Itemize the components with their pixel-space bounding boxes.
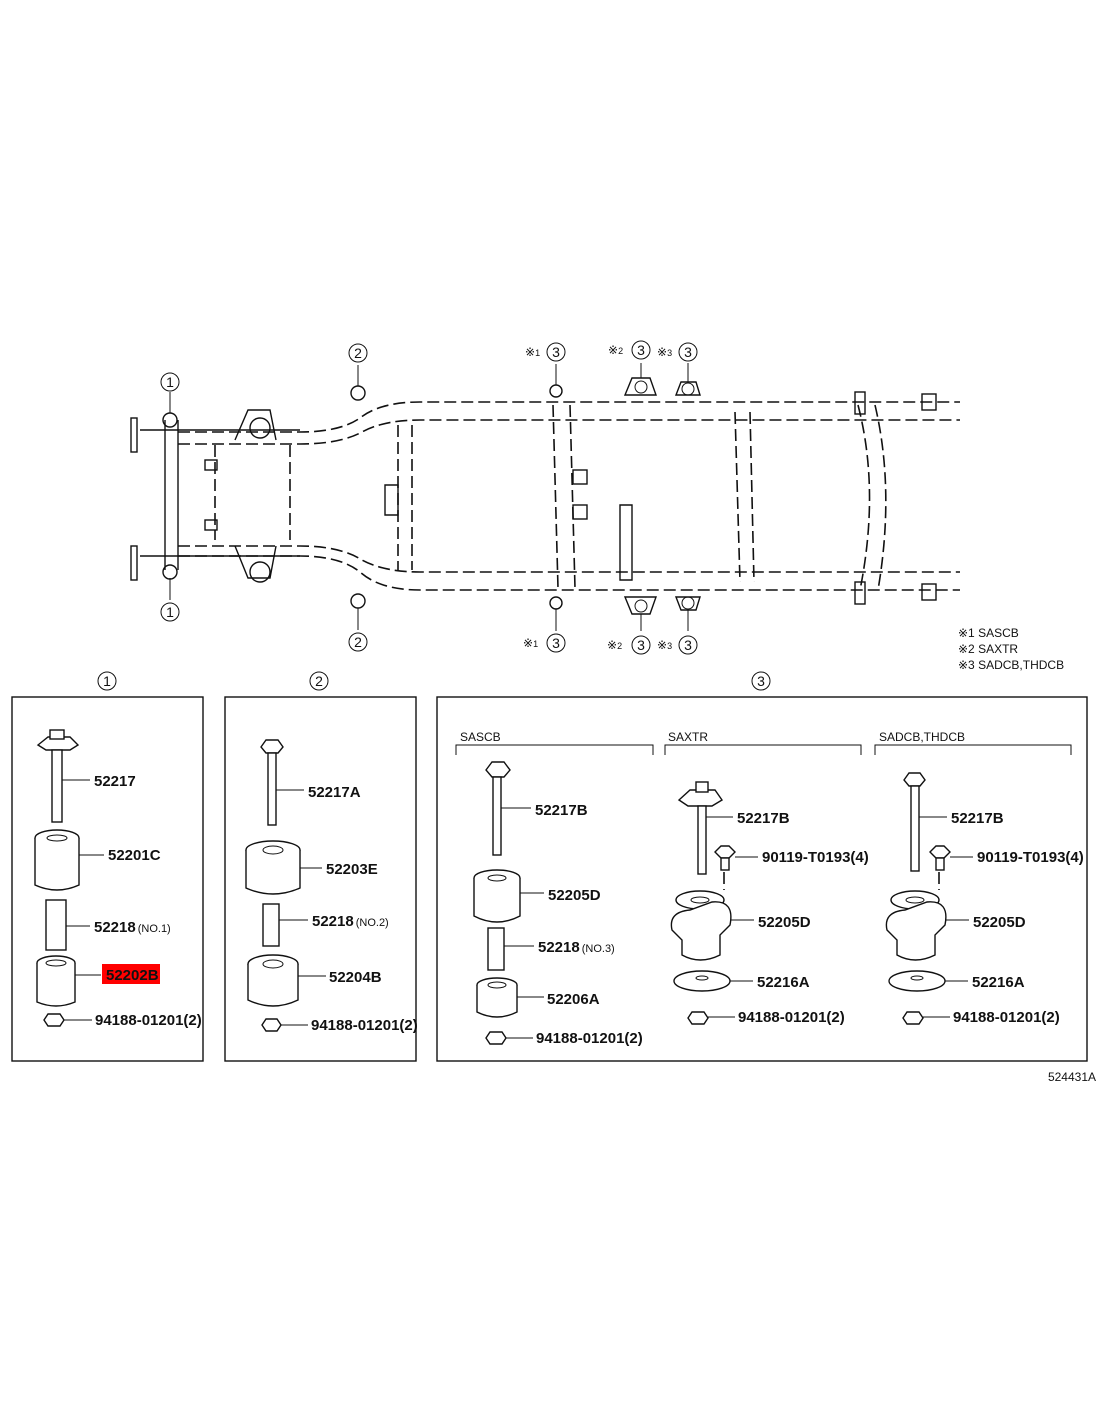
legend-notes: ※1 SASCB ※2 SAXTR ※3 SADCB,THDCB: [958, 626, 1064, 672]
sadcb-cushion: [885, 890, 969, 961]
cushion-52201C: [34, 829, 104, 891]
part-label-94188-sadcb[interactable]: 94188-01201(2): [953, 1009, 1060, 1026]
spacer-52218-no1: [45, 899, 90, 951]
sascb-spacer: [487, 927, 534, 971]
sascb-nut: [485, 1031, 533, 1045]
part-label-94188-saxtr[interactable]: 94188-01201(2): [738, 1009, 845, 1026]
frame-callouts: 1 1 2 2 3 ※1 3 ※2 3 ※3 3 ※1 3 ※2 3 ※3: [160, 340, 698, 655]
note-mark-2-top: ※2: [608, 343, 623, 357]
group-2-callout: 2: [315, 673, 323, 689]
part-label-52218-no1[interactable]: 52218(NO.1): [94, 919, 171, 936]
note-mark-1-bottom: ※1: [523, 636, 538, 650]
cushion-52203E: [245, 840, 322, 895]
highlight-box: [102, 964, 160, 984]
part-label-94188-g1[interactable]: 94188-01201(2): [95, 1012, 202, 1029]
group-3-callout: 3: [757, 673, 765, 689]
diagram-id: 524431A: [1048, 1070, 1096, 1084]
group-1-box: 1 52217 52201C 52218(NO.1): [11, 671, 204, 1062]
sadcb-washer: [888, 970, 968, 992]
part-label-90119-sadcb[interactable]: 90119-T0193(4): [977, 849, 1084, 866]
part-label-52218-no3[interactable]: 52218(NO.3): [538, 939, 615, 956]
part-label-52217B-sadcb[interactable]: 52217B: [951, 810, 1004, 827]
part-label-52216A-saxtr[interactable]: 52216A: [757, 974, 810, 991]
part-label-52217B-sascb[interactable]: 52217B: [535, 802, 588, 819]
group-1-callout: 1: [103, 673, 111, 689]
part-label-52205D-sascb[interactable]: 52205D: [548, 887, 601, 904]
note-mark-3-top: ※3: [657, 345, 672, 359]
saxtr-bolt: [677, 781, 733, 875]
part-label-52206A[interactable]: 52206A: [547, 991, 600, 1008]
part-label-52217B-saxtr[interactable]: 52217B: [737, 810, 790, 827]
part-label-52203E[interactable]: 52203E: [326, 861, 378, 878]
legend-note-3: ※3 SADCB,THDCB: [958, 658, 1064, 672]
part-label-52218-no2[interactable]: 52218(NO.2): [312, 913, 389, 930]
callout-3-top-c: 3: [684, 344, 692, 360]
note-mark-2-bottom: ※2: [607, 638, 622, 652]
part-label-52216A-sadcb[interactable]: 52216A: [972, 974, 1025, 991]
callout-1-bottom: 1: [166, 604, 174, 620]
saxtr-screw: [714, 845, 758, 890]
sascb-cushion-upper: [473, 869, 544, 923]
saxtr-nut: [687, 1011, 735, 1025]
callout-2-top: 2: [354, 345, 362, 361]
part-label-52204B[interactable]: 52204B: [329, 969, 382, 986]
callout-3-bottom-b: 3: [637, 637, 645, 653]
group-2-box: 2 52217A 52203E 52218(NO.2) 5220: [224, 671, 418, 1062]
callout-1-top: 1: [166, 374, 174, 390]
vehicle-frame: [130, 363, 960, 631]
sub-title-sascb: SASCB: [460, 730, 501, 744]
sascb-cushion-lower: [476, 977, 544, 1018]
bolt-52217: [36, 729, 90, 823]
callout-2-bottom: 2: [354, 634, 362, 650]
legend-note-2: ※2 SAXTR: [958, 642, 1018, 656]
sadcb-screw: [929, 845, 973, 890]
sascb-bolt: [485, 761, 531, 856]
part-label-94188-sascb[interactable]: 94188-01201(2): [536, 1030, 643, 1047]
bolt-52217A: [260, 739, 304, 826]
saxtr-cushion: [670, 890, 754, 961]
group-3-box: 3 SASCB SAXTR SADCB,THDCB 52217B 52205D …: [436, 671, 1088, 1062]
part-label-90119-saxtr[interactable]: 90119-T0193(4): [762, 849, 869, 866]
sub-title-sadcb-thdcb: SADCB,THDCB: [879, 730, 965, 744]
sadcb-nut: [902, 1011, 950, 1025]
nut-94188-g2: [261, 1018, 308, 1032]
note-mark-1-top: ※1: [525, 345, 540, 359]
cushion-52204B: [247, 954, 326, 1007]
callout-3-bottom-a: 3: [552, 635, 560, 651]
sadcb-bolt: [903, 772, 947, 872]
callout-3-top-a: 3: [552, 344, 560, 360]
cushion-52202B: [36, 955, 101, 1007]
nut-94188: [43, 1013, 92, 1027]
spacer-52218-no2: [262, 903, 308, 947]
part-label-52217[interactable]: 52217: [94, 773, 136, 790]
sub-title-saxtr: SAXTR: [668, 730, 708, 744]
part-label-52205D-sadcb[interactable]: 52205D: [973, 914, 1026, 931]
part-label-52205D-saxtr[interactable]: 52205D: [758, 914, 811, 931]
part-label-52202B-highlighted[interactable]: 52202B: [106, 967, 159, 984]
saxtr-washer: [673, 970, 753, 992]
legend-note-1: ※1 SASCB: [958, 626, 1019, 640]
part-label-52201C[interactable]: 52201C: [108, 847, 161, 864]
callout-3-bottom-c: 3: [684, 637, 692, 653]
note-mark-3-bottom: ※3: [657, 638, 672, 652]
part-label-94188-g2[interactable]: 94188-01201(2): [311, 1017, 418, 1034]
part-label-52217A[interactable]: 52217A: [308, 784, 361, 801]
callout-3-top-b: 3: [637, 342, 645, 358]
